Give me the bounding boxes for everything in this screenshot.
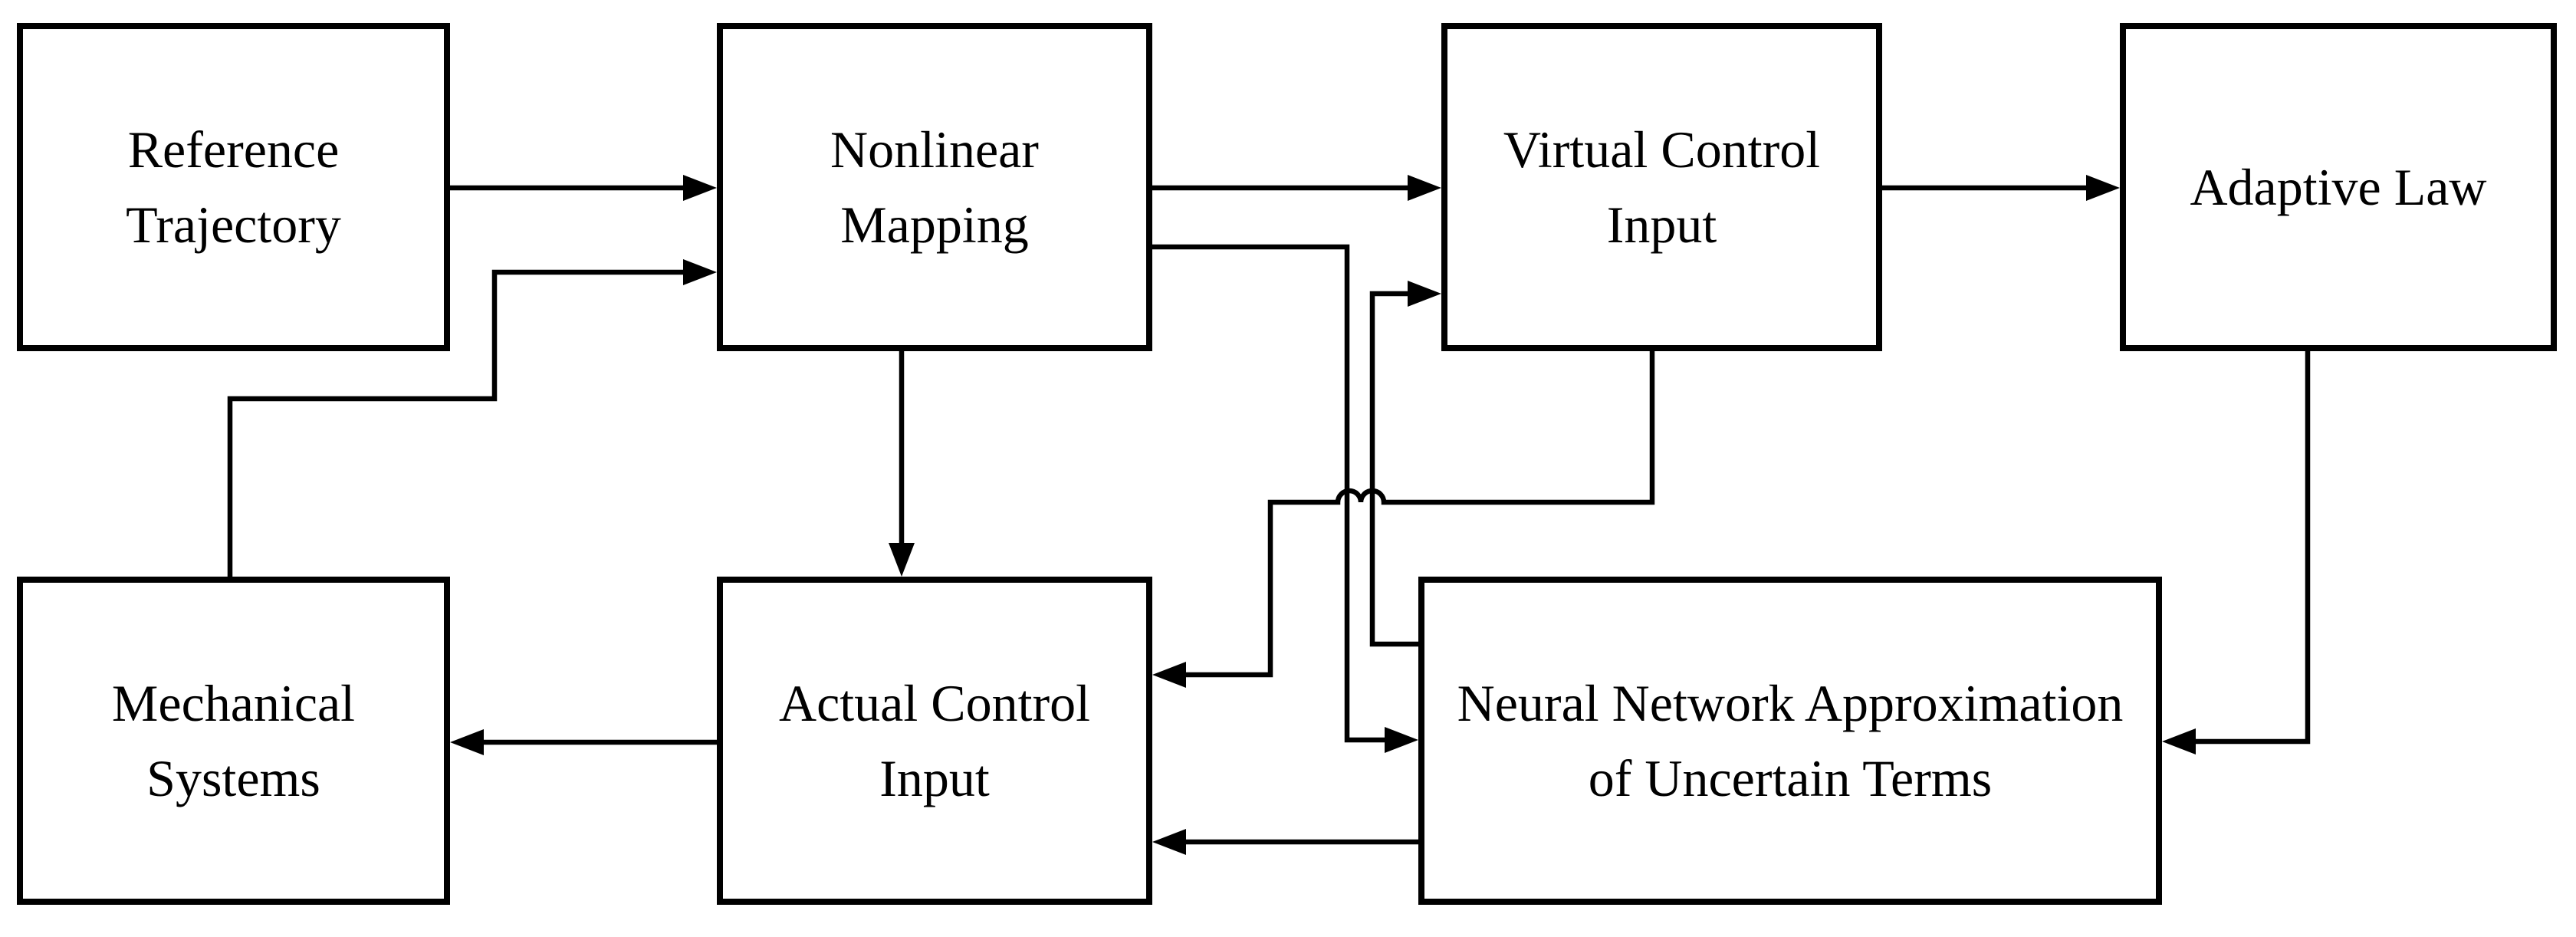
arrowhead-icon (2086, 175, 2120, 201)
arrowhead-icon (1408, 281, 1441, 307)
node-actual-control-input: Actual Control Input (717, 577, 1152, 905)
arrowhead-icon (1152, 829, 1186, 855)
node-label: Nonlinear Mapping (830, 120, 1039, 254)
edge-mechanical-systems-to-nonlinear-mapping (227, 259, 717, 577)
edge-nonlinear-mapping-to-virtual-control-input (1152, 175, 1441, 201)
arrowhead-icon (450, 729, 484, 755)
edge-neural-network-to-virtual-control-input (1369, 281, 1441, 647)
edge-actual-control-input-to-mechanical-systems (450, 729, 717, 755)
node-label: Virtual Control Input (1503, 120, 1821, 254)
edge-neural-network-to-actual-control-input (1152, 829, 1418, 855)
arrowhead-icon (2162, 728, 2196, 755)
edge-virtual-control-input-to-actual-control-input (1152, 351, 1655, 688)
node-neural-network-approximation: Neural Network Approximation of Uncertai… (1418, 577, 2162, 905)
node-label: Neural Network Approximation of Uncertai… (1457, 674, 2124, 807)
node-reference-trajectory: Reference Trajectory (17, 23, 450, 351)
edge-nonlinear-mapping-to-actual-control-input (889, 351, 915, 577)
node-label: Actual Control Input (778, 674, 1091, 807)
arrowhead-icon (683, 175, 717, 201)
arrowhead-icon (1385, 727, 1418, 753)
arrowhead-icon (1408, 175, 1441, 201)
edge-virtual-control-input-to-adaptive-law (1882, 175, 2120, 201)
node-mechanical-systems: Mechanical Systems (17, 577, 450, 905)
edge-reference-trajectory-to-nonlinear-mapping (450, 175, 717, 201)
node-label: Adaptive Law (2190, 158, 2487, 216)
arrowhead-icon (889, 543, 915, 577)
arrowhead-icon (1152, 662, 1186, 688)
arrowhead-icon (683, 259, 717, 285)
node-label: Reference Trajectory (126, 120, 341, 254)
node-virtual-control-input: Virtual Control Input (1441, 23, 1882, 351)
node-nonlinear-mapping: Nonlinear Mapping (717, 23, 1152, 351)
node-adaptive-law: Adaptive Law (2120, 23, 2557, 351)
edge-adaptive-law-to-neural-network (2162, 351, 2311, 755)
node-label: Mechanical Systems (111, 674, 356, 807)
